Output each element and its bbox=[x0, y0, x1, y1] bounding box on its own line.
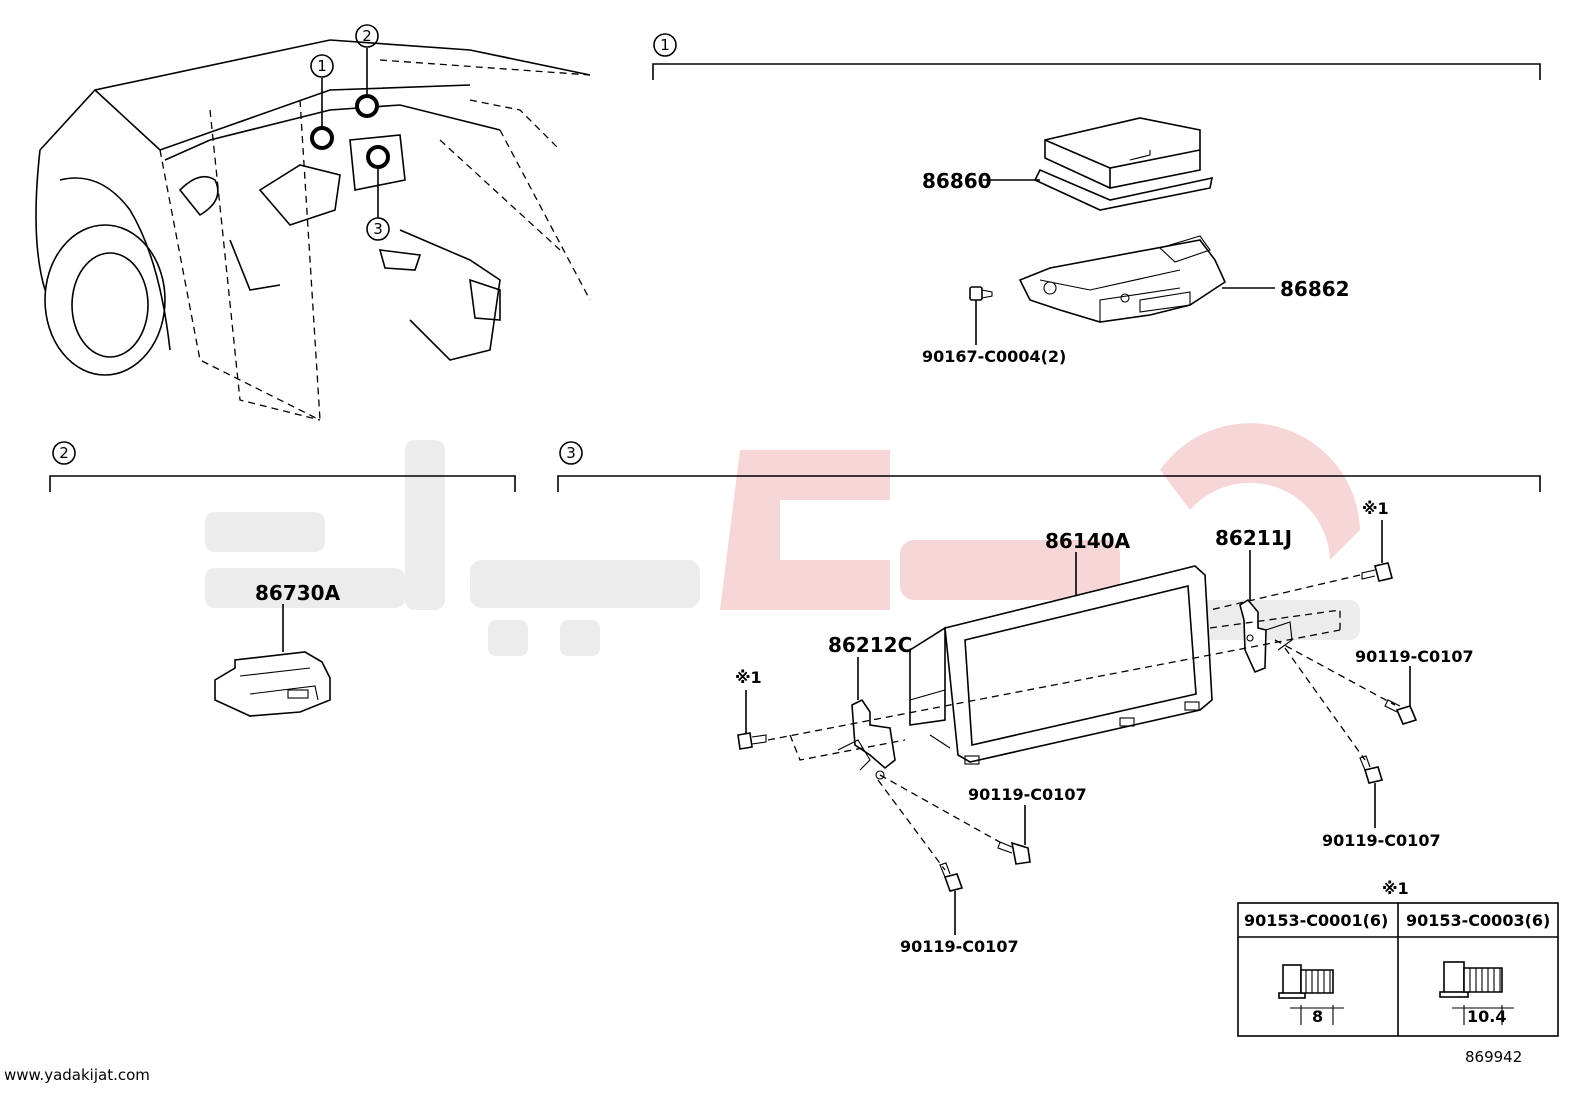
note-table-part-1: 90153-C0001(6) bbox=[1244, 911, 1388, 930]
part-86860-module bbox=[1033, 117, 1214, 211]
note-table-dim-1: 8 bbox=[1312, 1007, 1323, 1026]
part-86730A-bezel bbox=[214, 651, 331, 717]
overview-callout-3: 3 bbox=[366, 217, 390, 241]
svg-text:1: 1 bbox=[317, 57, 327, 75]
note-table-dim-2: 10.4 bbox=[1467, 1007, 1506, 1026]
flange-bolt-icon-1 bbox=[1278, 964, 1344, 1025]
svg-text:3: 3 bbox=[566, 444, 576, 462]
part-label-90167: 90167-C0004(2) bbox=[922, 347, 1066, 366]
screw-90119-right-lower bbox=[1359, 755, 1384, 828]
overview-callout-2: 2 bbox=[355, 24, 379, 48]
screw-90119-right-upper bbox=[1384, 666, 1418, 725]
part-86862-bracket bbox=[1018, 235, 1227, 323]
group-2-header: 2 bbox=[49, 441, 516, 492]
note-table: ※1 90153-C0001(6) 90153-C0003(6) 8 10.4 bbox=[1237, 879, 1559, 1037]
part-label-90119-center: 90119-C0107 bbox=[968, 785, 1087, 804]
vehicle-overview-illustration bbox=[35, 39, 591, 421]
svg-text:2: 2 bbox=[59, 444, 69, 462]
svg-text:3: 3 bbox=[373, 220, 383, 238]
footer-website: www.yadakijat.com bbox=[4, 1066, 150, 1084]
part-label-90119-right-upper: 90119-C0107 bbox=[1355, 647, 1474, 666]
part-86211J-bracket bbox=[1239, 598, 1293, 674]
part-86140A-display bbox=[909, 565, 1213, 765]
screw-left-mark1 bbox=[737, 690, 767, 750]
assembly-lines bbox=[767, 574, 1396, 871]
note-mark-left: ※1 bbox=[735, 668, 762, 687]
part-label-86730A: 86730A bbox=[255, 581, 341, 605]
watermark-logo bbox=[205, 423, 1360, 656]
part-label-90119-bottom: 90119-C0107 bbox=[900, 937, 1019, 956]
part-label-86211J: 86211J bbox=[1215, 526, 1292, 550]
svg-text:1: 1 bbox=[660, 36, 670, 54]
screw-right-mark1 bbox=[1361, 520, 1393, 582]
part-90167-screw bbox=[969, 286, 993, 345]
part-86212C-bracket bbox=[837, 698, 896, 780]
part-label-90119-right-lower: 90119-C0107 bbox=[1322, 831, 1441, 850]
part-label-86862: 86862 bbox=[1280, 277, 1350, 301]
svg-text:2: 2 bbox=[362, 27, 372, 45]
part-label-86140A: 86140A bbox=[1045, 529, 1131, 553]
group-1-header: 1 bbox=[652, 33, 1541, 80]
overview-callout-1: 1 bbox=[310, 54, 334, 78]
screw-90119-center bbox=[997, 805, 1031, 865]
screw-90119-bottom bbox=[939, 862, 964, 935]
note-table-mark: ※1 bbox=[1382, 879, 1409, 898]
flange-bolt-icon-2 bbox=[1439, 961, 1514, 1025]
part-label-86212C: 86212C bbox=[828, 633, 912, 657]
diagram-code: 869942 bbox=[1465, 1048, 1522, 1066]
note-table-part-2: 90153-C0003(6) bbox=[1406, 911, 1550, 930]
part-label-86860: 86860 bbox=[922, 169, 992, 193]
note-mark-right: ※1 bbox=[1362, 499, 1389, 518]
group-3-header: 3 bbox=[557, 441, 1541, 492]
